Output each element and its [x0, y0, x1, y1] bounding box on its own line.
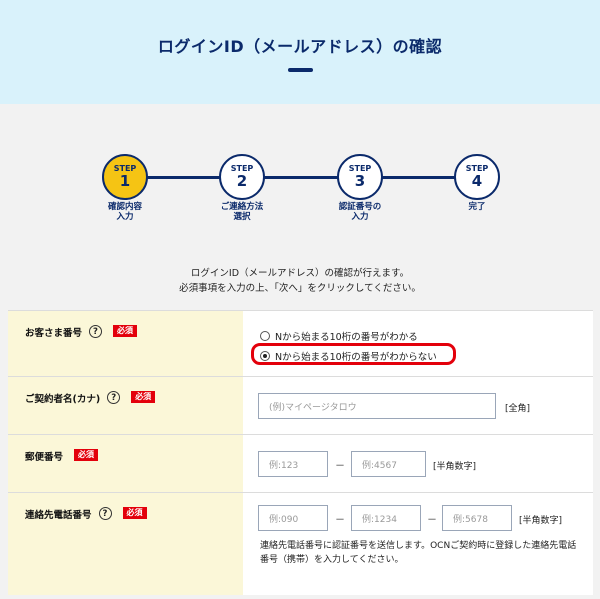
step-1-label: 確認内容入力: [82, 202, 168, 222]
required-badge: 必須: [113, 325, 138, 337]
step-3-circle: STEP 3: [337, 154, 383, 200]
step-1-circle: STEP 1: [102, 154, 148, 200]
radio-option-known-label: Nから始まる10桁の番号がわかる: [275, 332, 418, 343]
step-1-label-line1: 確認内容: [107, 202, 142, 212]
postal-code-input-2[interactable]: 例:4567: [351, 451, 426, 477]
step-4-circle: STEP 4: [454, 154, 500, 200]
phone-input-2[interactable]: 例:1234: [351, 505, 421, 531]
step-2-label: ご連絡方法選択: [199, 202, 285, 222]
help-icon[interactable]: ?: [89, 325, 103, 338]
radio-option-unknown[interactable]: Nから始まる10桁の番号がわからない: [260, 349, 437, 363]
step-3-label-line2: 入力: [351, 212, 369, 222]
phone-unit: [半角数字]: [519, 516, 563, 526]
page-title: ログインID（メールアドレス）の確認: [157, 37, 443, 56]
help-icon[interactable]: ?: [107, 391, 121, 404]
step-2-label-line2: 選択: [233, 212, 251, 222]
lookup-form: お客さま番号 ? 必須 Nから始まる10桁の番号がわかる Nから始まる10桁の番…: [8, 310, 593, 595]
step-indicator: STEP 1 確認内容入力 STEP 2 ご連絡方法選択 STEP 3 認証番号…: [0, 150, 600, 230]
required-badge: 必須: [74, 449, 99, 461]
phone-input-1[interactable]: 例:090: [258, 505, 328, 531]
postal-code-dash: －: [335, 461, 345, 472]
step-3-word: STEP: [348, 164, 372, 173]
radio-option-unknown-label: Nから始まる10桁の番号がわからない: [275, 352, 437, 363]
phone-dash-2: －: [427, 515, 437, 526]
phone-label: 連絡先電話番号: [25, 510, 92, 521]
customer-number-field-cell: Nから始まる10桁の番号がわかる Nから始まる10桁の番号がわからない: [243, 311, 593, 376]
row-phone: 連絡先電話番号 ? 必須 例:090 － 例:1234 － 例:5678 [半角…: [8, 492, 593, 595]
step-4-number: 4: [471, 172, 483, 190]
row-customer-number: お客さま番号 ? 必須 Nから始まる10桁の番号がわかる Nから始まる10桁の番…: [8, 310, 593, 376]
step-1: STEP 1 確認内容入力: [102, 154, 148, 222]
step-3-number: 3: [354, 172, 366, 190]
phone-input-3[interactable]: 例:5678: [442, 505, 512, 531]
postal-code-label-cell: 郵便番号 必須: [8, 435, 243, 492]
phone-field-cell: 例:090 － 例:1234 － 例:5678 [半角数字] 連絡先電話番号に認…: [243, 493, 593, 595]
postal-code-unit: [半角数字]: [433, 462, 477, 472]
title-underline: [288, 68, 313, 72]
customer-number-label-cell: お客さま番号 ? 必須: [8, 311, 243, 376]
row-postal-code: 郵便番号 必須 例:123 － 例:4567 [半角数字]: [8, 434, 593, 492]
contract-name-field-cell: (例)マイページタロウ [全角]: [243, 377, 593, 434]
help-icon[interactable]: ?: [98, 507, 112, 520]
required-badge: 必須: [131, 391, 156, 403]
radio-button-known[interactable]: [260, 331, 270, 341]
step-3: STEP 3 認証番号の入力: [337, 154, 383, 222]
step-1-word: STEP: [113, 164, 137, 173]
postal-code-input-1[interactable]: 例:123: [258, 451, 328, 477]
step-4: STEP 4 完了: [454, 154, 500, 212]
postal-code-field-cell: 例:123 － 例:4567 [半角数字]: [243, 435, 593, 492]
step-2: STEP 2 ご連絡方法選択: [219, 154, 265, 222]
step-2-word: STEP: [230, 164, 254, 173]
row-contract-name: ご契約者名(カナ) ? 必須 (例)マイページタロウ [全角]: [8, 376, 593, 434]
step-3-label: 認証番号の入力: [317, 202, 403, 222]
step-4-word: STEP: [465, 164, 489, 173]
step-1-label-line2: 入力: [116, 212, 134, 222]
step-4-label: 完了: [468, 202, 486, 212]
phone-label-cell: 連絡先電話番号 ? 必須: [8, 493, 243, 595]
step-2-label-line1: ご連絡方法: [220, 202, 264, 212]
phone-note: 連絡先電話番号に認証番号を送信します。OCNご契約時に登録した連絡先電話番号（携…: [260, 541, 577, 565]
step-connector-line: [125, 176, 485, 179]
customer-number-label: お客さま番号: [25, 328, 83, 339]
page-header: ログインID（メールアドレス）の確認: [0, 0, 600, 104]
step-2-circle: STEP 2: [219, 154, 265, 200]
intro-line-1: ログインID（メールアドレス）の確認が行えます。: [190, 268, 410, 279]
intro-text: ログインID（メールアドレス）の確認が行えます。 必須事項を入力の上、「次へ」を…: [0, 266, 600, 296]
radio-button-unknown[interactable]: [260, 351, 270, 361]
required-badge: 必須: [122, 507, 147, 519]
phone-dash-1: －: [335, 515, 345, 526]
contract-name-input[interactable]: (例)マイページタロウ: [258, 393, 496, 419]
contract-name-label-cell: ご契約者名(カナ) ? 必須: [8, 377, 243, 434]
selection-highlight: [251, 343, 456, 365]
contract-name-label: ご契約者名(カナ): [25, 394, 101, 405]
intro-line-2: 必須事項を入力の上、「次へ」をクリックしてください。: [179, 283, 421, 294]
radio-option-known[interactable]: Nから始まる10桁の番号がわかる: [260, 329, 418, 343]
contract-name-unit: [全角]: [505, 404, 531, 414]
step-3-label-line1: 認証番号の: [338, 202, 382, 212]
step-2-number: 2: [236, 172, 248, 190]
step-1-number: 1: [119, 172, 131, 190]
postal-code-label: 郵便番号: [25, 452, 64, 463]
